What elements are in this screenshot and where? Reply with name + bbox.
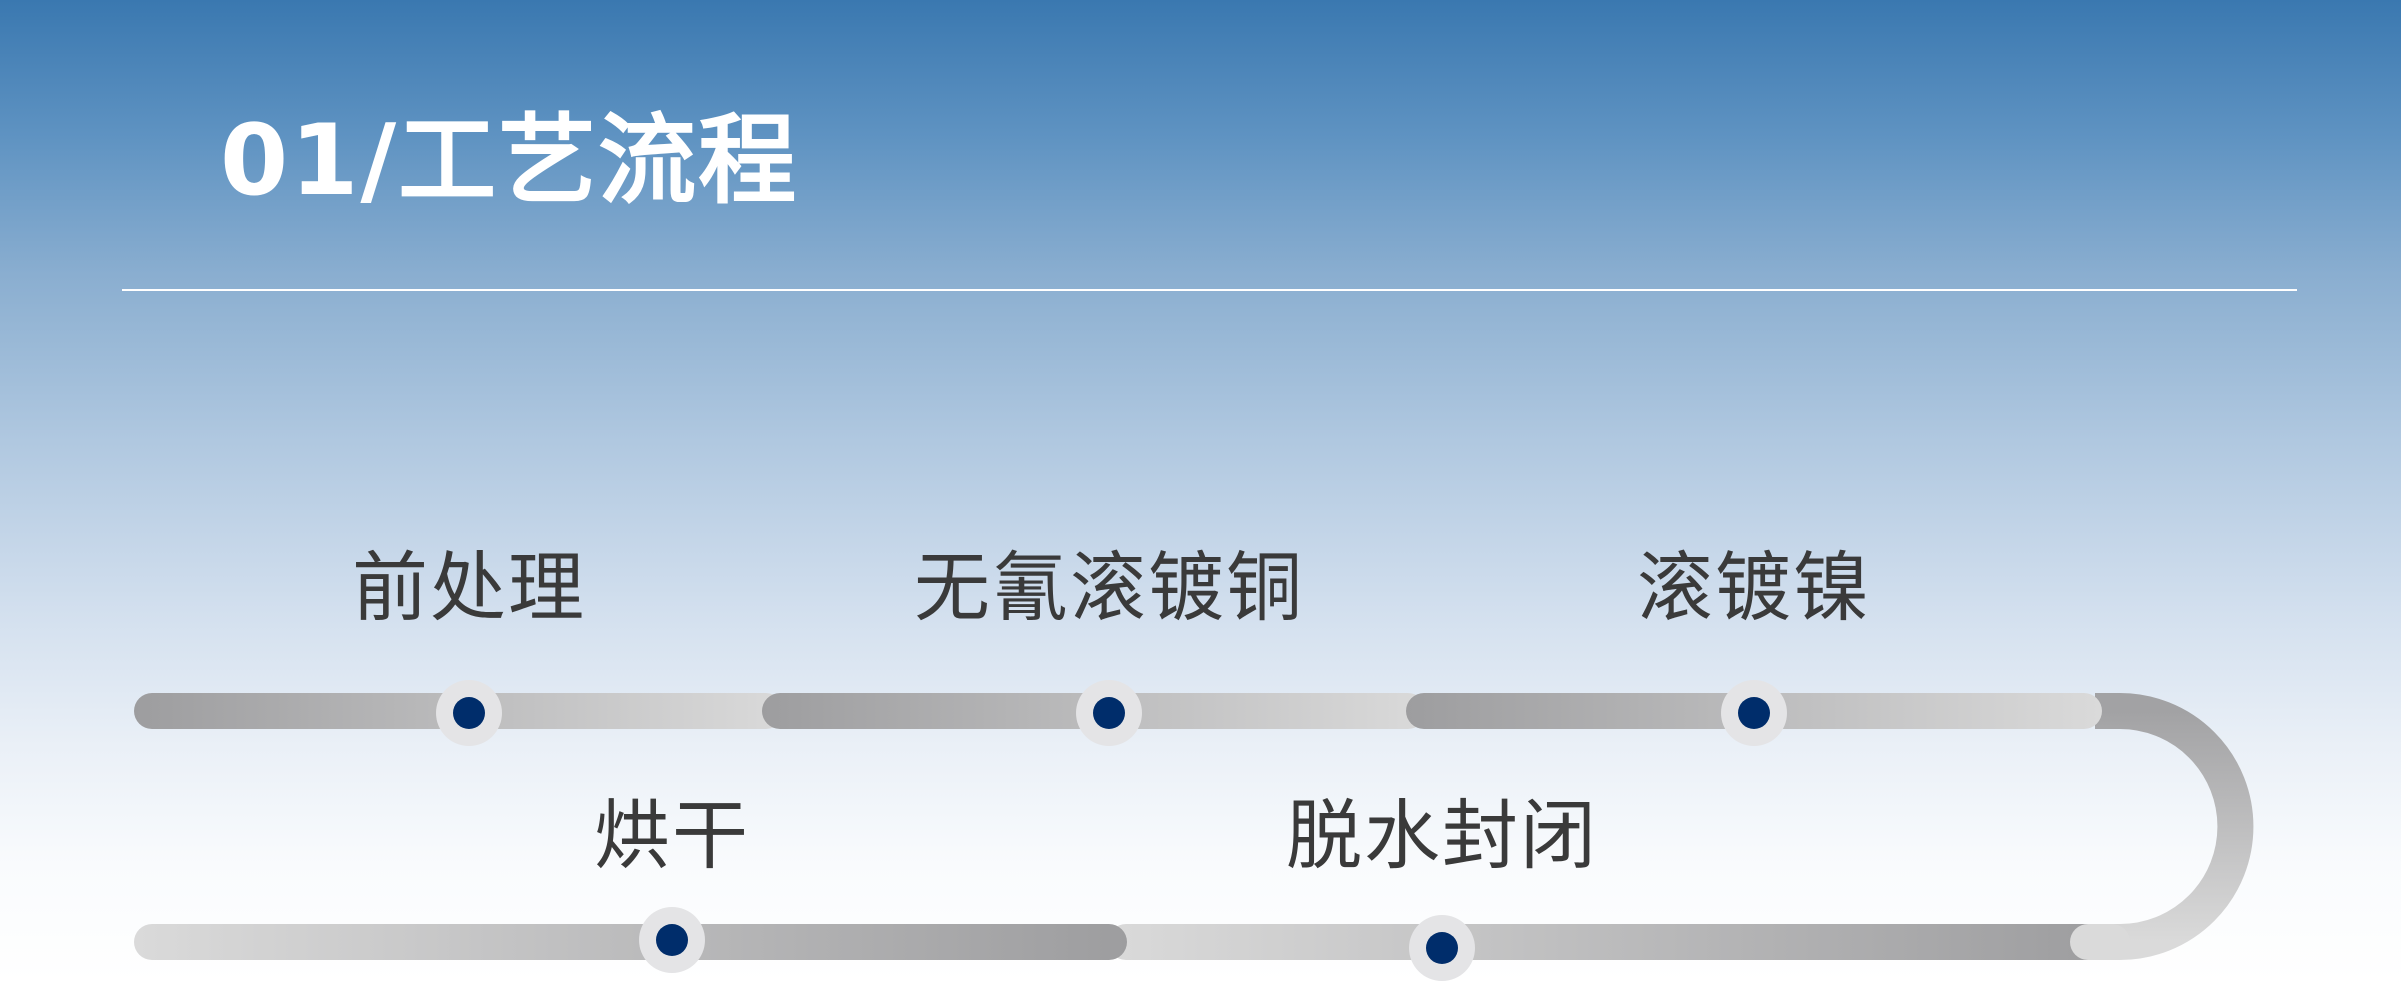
step-label-pretreatment: 前处理 <box>352 543 586 632</box>
title-divider <box>122 289 2297 291</box>
page-title: 01/工艺流程 <box>220 104 799 218</box>
step-node-1 <box>436 680 502 746</box>
step-node-3 <box>1721 680 1787 746</box>
pipe-segment-bottom-2 <box>1108 924 2108 960</box>
step-node-4 <box>1409 915 1475 981</box>
step-label-cyanide-free-copper: 无氰滚镀铜 <box>914 543 1304 632</box>
step-label-dehydration-sealing: 脱水封闭 <box>1286 791 1598 880</box>
pipe-end-cap <box>2070 924 2130 960</box>
step-node-5 <box>639 907 705 973</box>
step-label-nickel-plating: 滚镀镍 <box>1637 543 1871 632</box>
pipe-curve <box>2095 693 2254 960</box>
pipe-segment-bottom-1 <box>134 924 1127 960</box>
step-label-drying: 烘干 <box>594 791 750 880</box>
step-node-2 <box>1076 680 1142 746</box>
